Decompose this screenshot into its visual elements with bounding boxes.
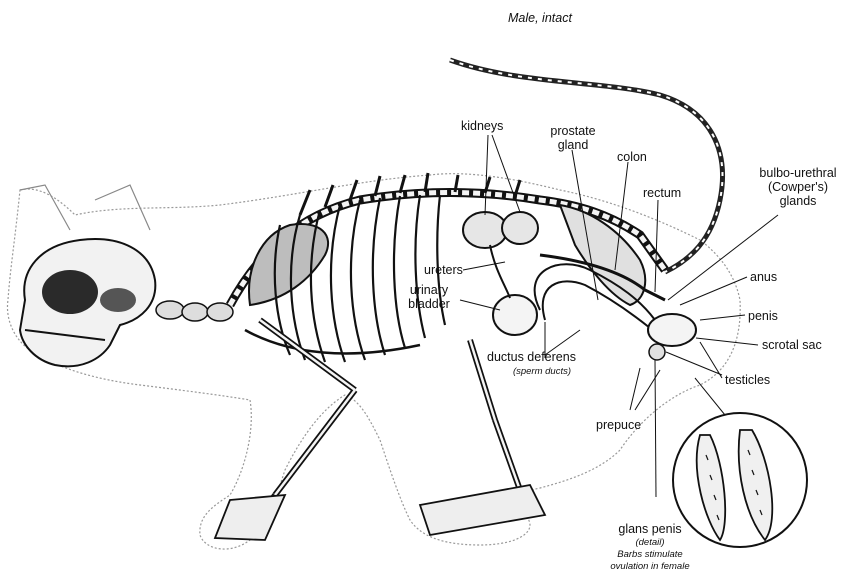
kidneys bbox=[463, 212, 538, 248]
testicle bbox=[649, 344, 665, 360]
label-penis: penis bbox=[748, 309, 778, 323]
label-detail: (detail) bbox=[600, 537, 700, 548]
label-prostate-line1: prostate bbox=[548, 124, 598, 138]
label-colon: colon bbox=[617, 150, 647, 164]
hind-paw bbox=[420, 485, 545, 535]
label-kidneys: kidneys bbox=[461, 119, 503, 133]
label-bulbo-line3: glands bbox=[755, 194, 841, 208]
skull bbox=[20, 239, 155, 366]
label-prostate-line2: gland bbox=[548, 138, 598, 152]
diagram-title: Male, intact bbox=[508, 11, 572, 25]
label-bulbo-line1: bulbo-urethral bbox=[755, 166, 841, 180]
front-paw bbox=[215, 495, 285, 540]
label-bladder-line1: urinary bbox=[404, 283, 454, 297]
label-barbs-line2: ovulation in female bbox=[590, 561, 710, 572]
label-bladder-line2: bladder bbox=[404, 297, 454, 311]
label-bulbo-line2: (Cowper's) bbox=[755, 180, 841, 194]
label-scrotal-sac: scrotal sac bbox=[762, 338, 822, 352]
label-barbs-line1: Barbs stimulate bbox=[590, 549, 710, 560]
front-leg bbox=[255, 320, 355, 525]
label-sperm-ducts: (sperm ducts) bbox=[487, 366, 597, 377]
ear-outline bbox=[20, 185, 150, 230]
urinary-bladder bbox=[493, 295, 537, 335]
ureters bbox=[490, 245, 510, 298]
label-anus: anus bbox=[750, 270, 777, 284]
label-glans-penis: glans penis bbox=[600, 522, 700, 536]
label-ductus-deferens: ductus deferens bbox=[487, 350, 576, 364]
label-ureters: ureters bbox=[424, 263, 463, 277]
sternum bbox=[245, 330, 420, 353]
label-prepuce: prepuce bbox=[596, 418, 641, 432]
label-testicles: testicles bbox=[725, 373, 770, 387]
cervical-spine bbox=[156, 301, 233, 321]
scapula bbox=[249, 224, 328, 305]
label-rectum: rectum bbox=[643, 186, 681, 200]
scrotal-sac bbox=[648, 314, 696, 346]
